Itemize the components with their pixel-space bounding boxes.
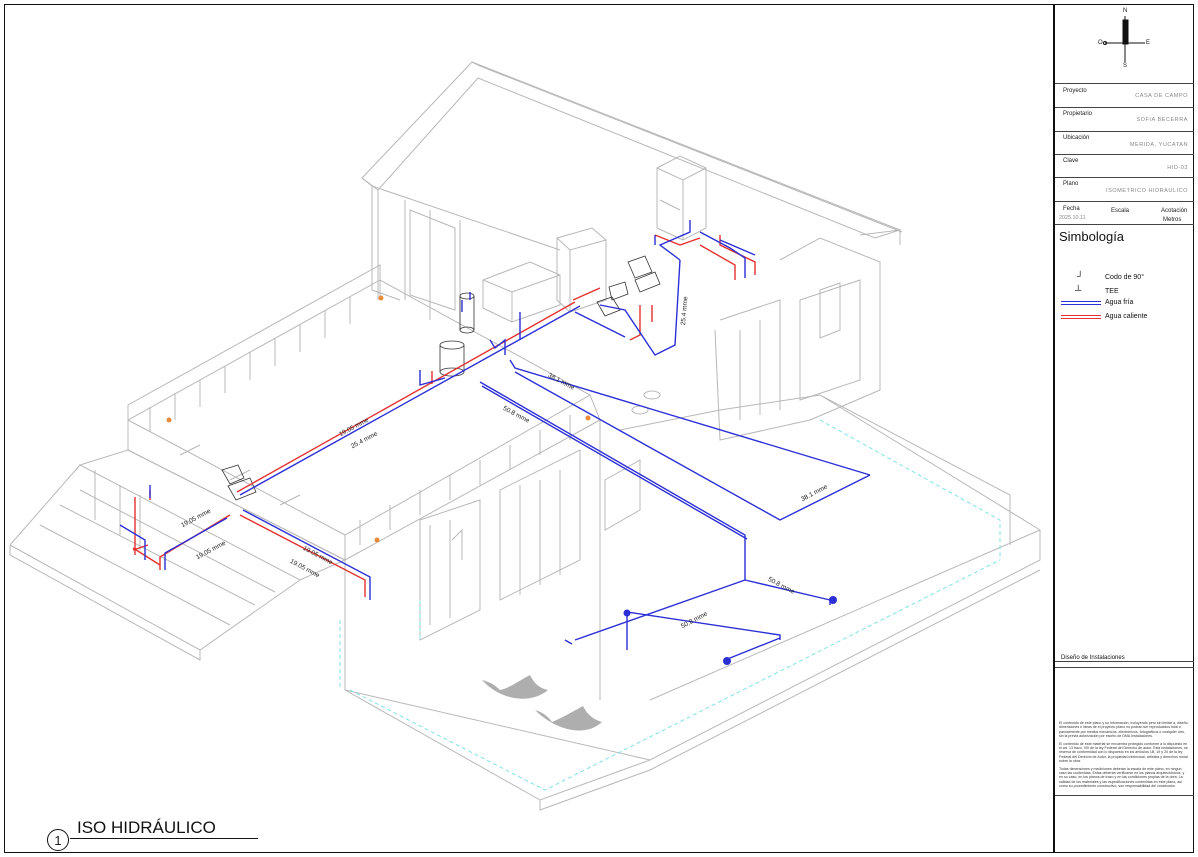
isometric-drawing: [9, 61, 1041, 811]
row-propietario: Propietario SOFIA BECERRA: [1055, 107, 1194, 131]
legal-notes: El contenido de este plano y su informac…: [1059, 721, 1189, 792]
row-clave: Clave HID-03: [1055, 154, 1194, 177]
legend-caliente: Agua caliente: [1105, 313, 1148, 320]
fecha-label: Fecha: [1063, 206, 1080, 212]
view-title: ISO HIDRÁULICO: [77, 818, 216, 837]
compass-o: O: [1098, 40, 1103, 46]
plano-value: ISOMETRICO HIDRAULICO: [1106, 188, 1188, 194]
clave-value: HID-03: [1167, 165, 1188, 171]
escala-label: Escala: [1111, 208, 1130, 214]
note-paragraph: El contenido de este plano y su informac…: [1059, 721, 1189, 739]
row-proyecto: Proyecto CASA DE CAMPO: [1055, 83, 1194, 107]
codo-icon: ┘: [1077, 271, 1084, 281]
legend-codo: Codo de 90°: [1105, 274, 1144, 281]
ubicacion-value: MERIDA, YUCATAN: [1129, 142, 1188, 148]
plano-label: Plano: [1063, 181, 1079, 187]
hot-line-swatch: [1061, 315, 1101, 316]
note-paragraph: Todas dimensiones y mediciones deberán l…: [1059, 766, 1185, 789]
disenio-label: Diseño de Instalaciones: [1061, 655, 1125, 661]
compass-e: E: [1146, 40, 1151, 46]
note-paragraph: El contenido de este material se encuent…: [1059, 741, 1188, 764]
view-title-underline: [70, 838, 258, 839]
fecha-value: 2025.10.11: [1059, 215, 1086, 221]
proyecto-value: CASA DE CAMPO: [1135, 93, 1188, 99]
legend-fria: Agua fría: [1105, 299, 1134, 306]
roof-outline: [361, 61, 902, 239]
view-number: 1: [47, 829, 69, 851]
propietario-value: SOFIA BECERRA: [1136, 117, 1188, 123]
row-divider-2: [1055, 661, 1194, 662]
row-fecha: Fecha 2025.10.11 Escala Acotación Metros: [1055, 201, 1194, 224]
row-divider: [1055, 224, 1194, 225]
ubicacion-label: Ubicación: [1063, 135, 1090, 141]
title-block: Proyecto CASA DE CAMPO Propietario SOFIA…: [1054, 4, 1194, 853]
tee-icon: ┴: [1075, 285, 1082, 295]
row-divider-3: [1055, 667, 1194, 668]
row-plano: Plano ISOMETRICO HIDRAULICO: [1055, 177, 1194, 201]
proyecto-label: Proyecto: [1063, 88, 1087, 94]
row-ubicacion: Ubicación MERIDA, YUCATAN: [1055, 131, 1194, 154]
acotacion-label: Acotación: [1161, 208, 1188, 214]
propietario-label: Propietario: [1063, 111, 1093, 117]
drawing-area: [4, 4, 1054, 853]
cold-line-swatch-2: [1061, 304, 1101, 305]
hot-line-swatch-2: [1061, 318, 1101, 319]
clave-label: Clave: [1063, 158, 1079, 164]
simbologia-title: Simbología: [1059, 229, 1125, 244]
acotacion-value: Metros: [1163, 217, 1182, 223]
cold-line-swatch: [1061, 301, 1101, 302]
compass-n: N: [1123, 8, 1128, 14]
row-divider-4: [1055, 795, 1194, 796]
legend-tee: TEE: [1105, 288, 1119, 295]
compass-s: S: [1123, 63, 1128, 69]
